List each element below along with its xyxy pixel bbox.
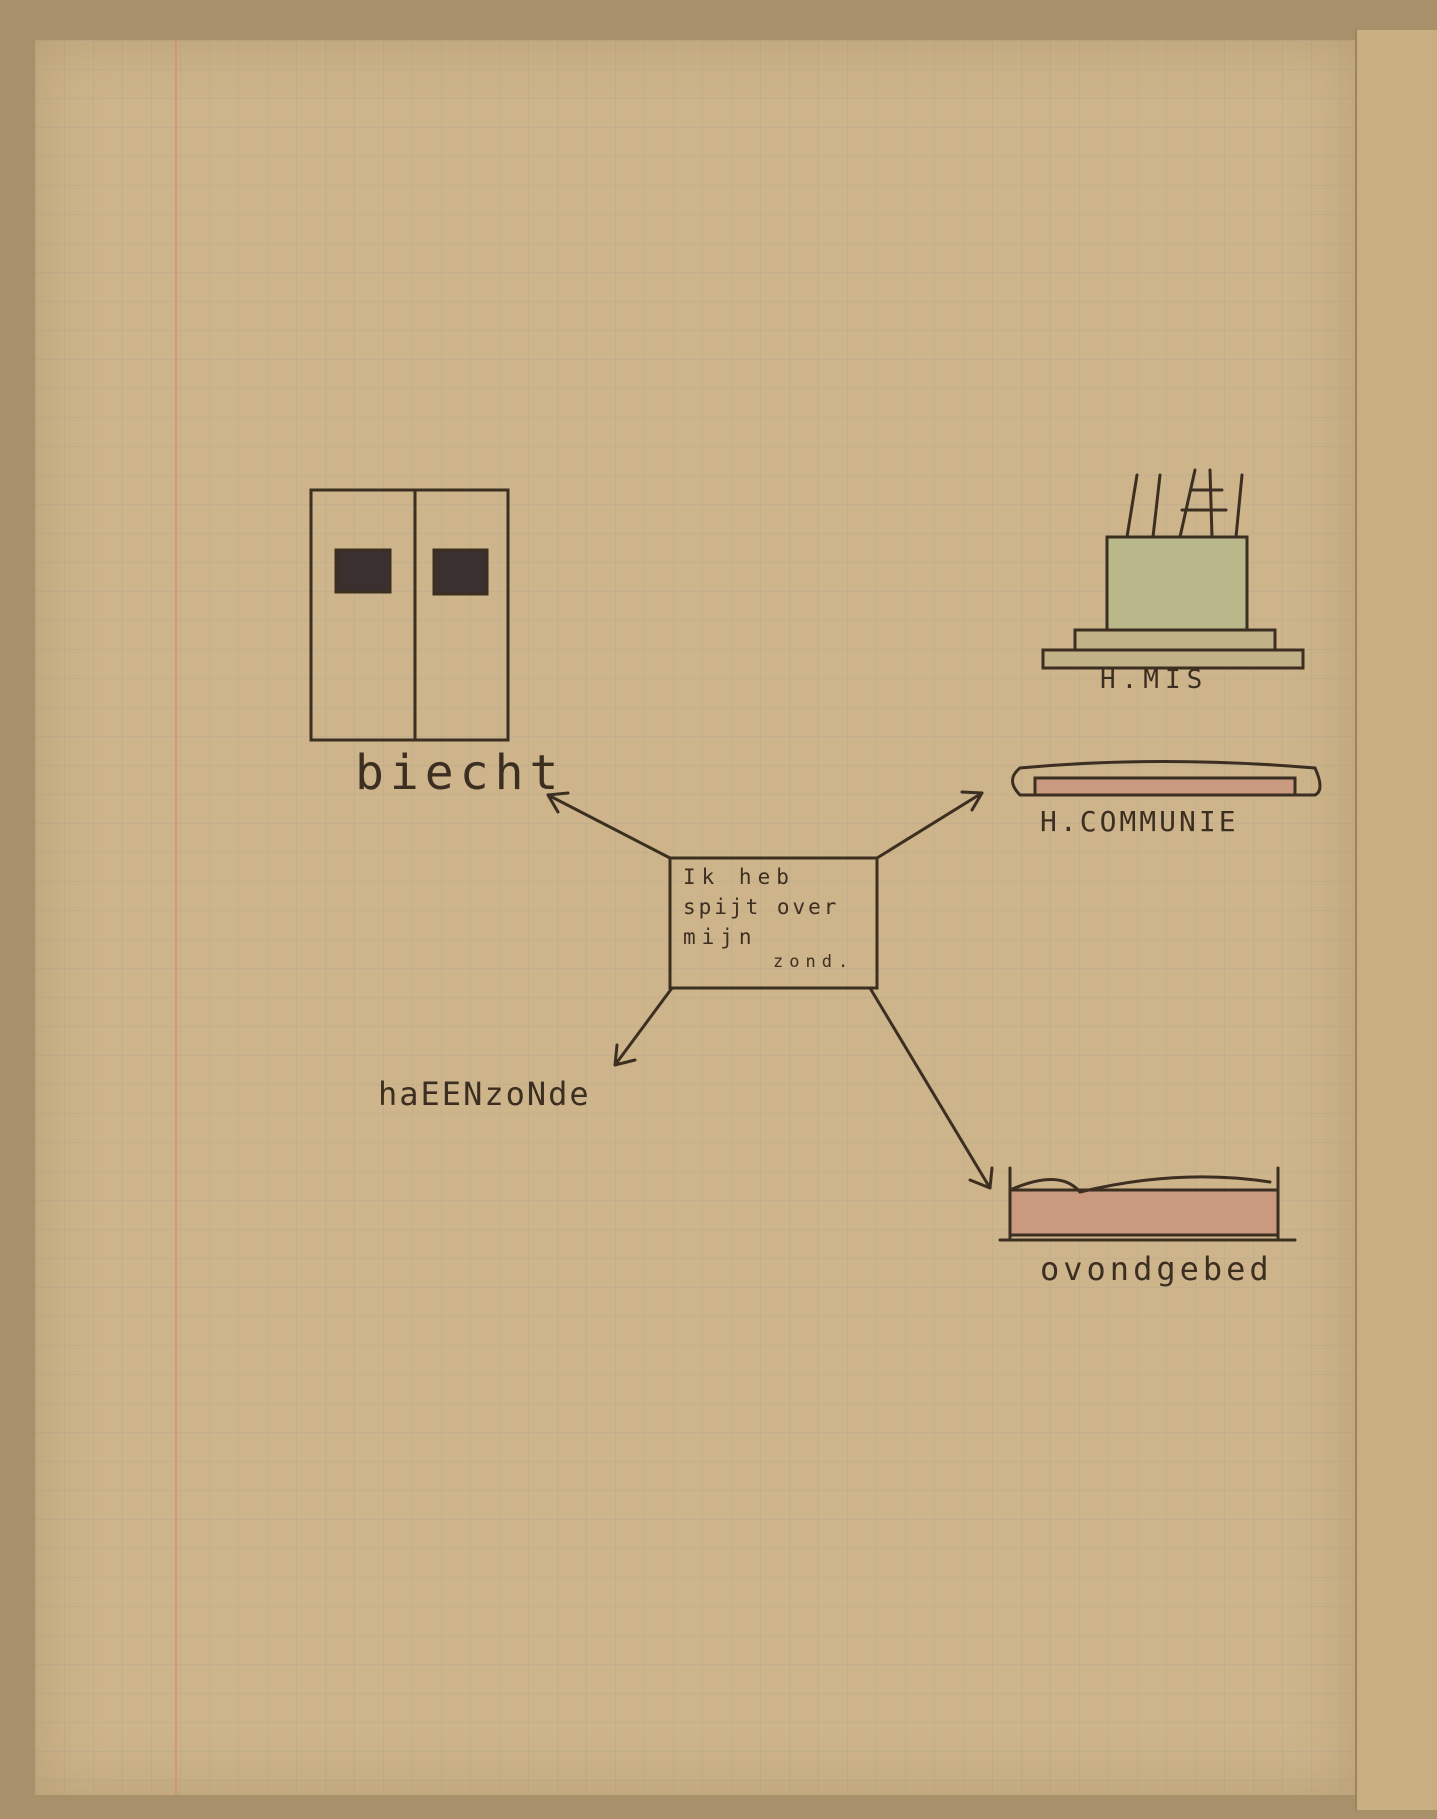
label-haeenzonde: haEENzoNde — [378, 1075, 591, 1113]
communion-rail-icon — [1011, 760, 1322, 797]
arrows — [546, 790, 994, 1190]
center-line-1: Ik heb — [683, 865, 795, 889]
label-ovondgebed: ovondgebed — [1040, 1250, 1273, 1288]
center-box — [668, 856, 879, 990]
center-line-3: mijn — [683, 925, 758, 949]
label-h-communie: H.COMMUNIE — [1040, 805, 1239, 838]
bed-icon — [998, 1166, 1297, 1242]
center-node-text: Ik heb spijt over mijn zond. — [683, 862, 854, 972]
notebook-page — [35, 40, 1355, 1795]
label-h-mis: H.MIS — [1100, 665, 1209, 695]
altar-icon — [1041, 468, 1305, 670]
confessional-icon — [309, 488, 510, 742]
margin-line — [175, 40, 177, 1795]
center-line-4: zond. — [773, 952, 855, 972]
next-page-edge — [1355, 30, 1437, 1810]
center-line-2: spijt over — [683, 895, 840, 919]
label-biecht: biecht — [355, 745, 565, 801]
